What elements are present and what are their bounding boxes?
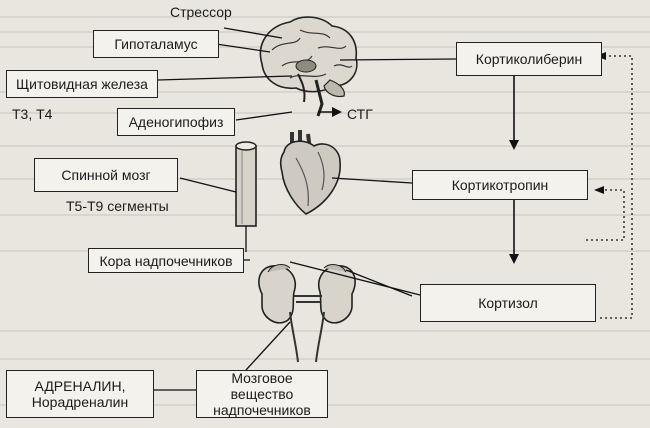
t3-t4-label: Т3, Т4 (12, 106, 53, 122)
spinal-cord-box: Спинной мозг (34, 158, 178, 192)
hypothalamus-box: Гипоталамус (93, 30, 219, 58)
adenohypophysis-box: Аденогипофиз (117, 108, 235, 136)
thyroid-box: Щитовидная железа (6, 70, 158, 98)
stressor-label: Стрессор (170, 4, 232, 20)
background-text-line (0, 250, 650, 252)
corticoliberin-box: Кортиколиберин (456, 42, 602, 76)
background-text-line (0, 91, 650, 93)
connector-lines (154, 27, 457, 391)
background-text-line (0, 358, 650, 360)
adrenal-cortex-box: Кора надпочечников (88, 248, 244, 273)
spinal-cord-illustration (235, 141, 257, 227)
adrenaline-box: АДРЕНАЛИН, Норадреналин (6, 370, 154, 418)
brain-illustration (259, 16, 358, 117)
corticotropin-box: Кортикотропин (412, 170, 588, 200)
background-text-line (0, 330, 650, 332)
adrenal-medulla-box: Мозговое вещество надпочечников (196, 370, 328, 418)
kidneys-illustration (258, 264, 356, 363)
feedback-dotted-lines (586, 55, 633, 319)
background-text-line (0, 112, 650, 114)
stg-label: СТГ (347, 106, 373, 122)
background-text-line (0, 16, 650, 18)
background-text-line (0, 214, 650, 216)
segments-label: Т5-Т9 сегменты (66, 198, 169, 214)
heart-illustration (279, 130, 341, 215)
cortisol-box: Кортизол (420, 284, 596, 322)
